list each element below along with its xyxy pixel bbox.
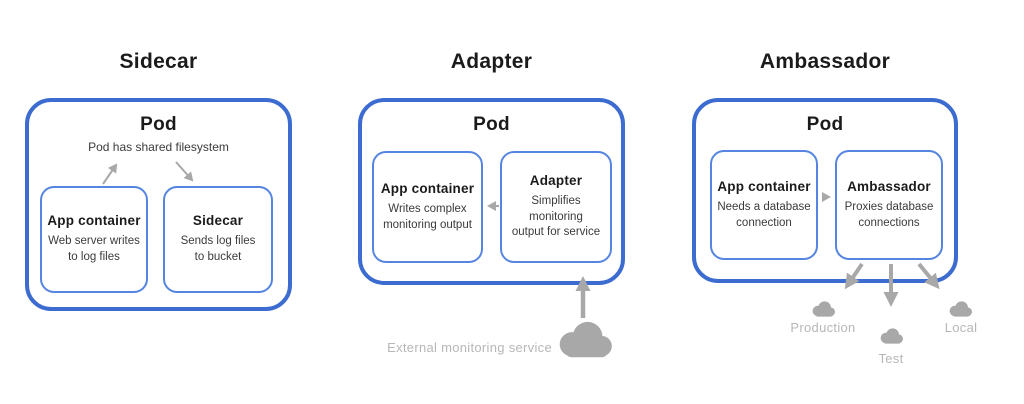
- adapter-pod-label: Pod: [473, 114, 510, 135]
- panel-title-ambassador: Ambassador: [759, 50, 891, 73]
- ambassador-app-container-box: App container Needs a database connectio…: [710, 150, 818, 260]
- cloud-icon: [949, 301, 972, 317]
- ambassador-pod-label: Pod: [806, 114, 844, 135]
- external-monitoring-label: External monitoring service: [387, 340, 552, 355]
- container-title: Ambassador: [847, 178, 931, 194]
- container-title: App container: [380, 180, 475, 196]
- container-title: App container: [47, 213, 141, 229]
- panel-title-sidecar: Sidecar: [119, 50, 198, 73]
- sidecar-sidecar-box: Sidecar Sends log files to bucket: [163, 186, 273, 293]
- adapter-app-container-box: App container Writes complex monitoring …: [372, 151, 483, 263]
- container-desc: Simplifies monitoring output for service: [511, 195, 601, 239]
- adapter-adapter-box: Adapter Simplifies monitoring output for…: [500, 151, 612, 263]
- ambassador-ambassador-box: Ambassador Proxies database connections: [835, 150, 943, 260]
- environment-label-test: Test: [878, 351, 904, 366]
- container-desc: Writes complex monitoring output: [383, 202, 472, 231]
- environment-label-local: Local: [944, 320, 978, 335]
- container-desc: Sends log files to bucket: [180, 235, 256, 263]
- environment-label-production: Production: [790, 320, 856, 335]
- container-title: Adapter: [529, 173, 583, 189]
- sidecar-pod-subtitle: Pod has shared filesystem: [88, 140, 229, 154]
- container-desc: Proxies database connections: [844, 200, 934, 229]
- sidecar-app-container-box: App container Web server writes to log f…: [40, 186, 148, 293]
- container-desc: Web server writes to log files: [48, 235, 140, 263]
- container-title: App container: [717, 178, 811, 194]
- cloud-icon: [559, 321, 612, 358]
- container-title: Sidecar: [192, 213, 244, 229]
- sidecar-pod-label: Pod: [140, 114, 177, 135]
- container-desc: Needs a database connection: [717, 200, 811, 229]
- cloud-icon: [812, 301, 835, 317]
- panel-title-adapter: Adapter: [450, 50, 533, 73]
